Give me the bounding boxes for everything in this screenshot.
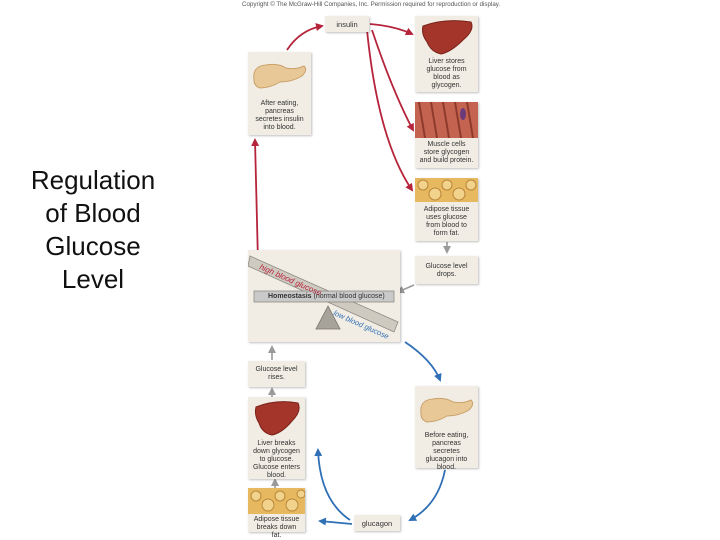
homeostasis-detail: (normal blood glucose) [313,293,385,300]
adipose-tissue-icon-2 [248,488,305,514]
level-bar [253,290,395,303]
fulcrum [315,305,341,330]
title-line-4: Level [61,264,125,294]
liver-stores-panel: Liver stores glucose from blood as glyco… [415,16,478,92]
insulin-label: insulin [336,19,358,29]
insulin-label-box: insulin [325,16,369,32]
copyright-notice: Copyright © The McGraw-Hill Companies, I… [242,1,501,8]
arrow-glucagon-to-adipose [318,517,353,526]
pancreas-icon [253,63,307,89]
adipose-tissue-icon [415,178,478,202]
liver-breaks-panel: Liver breaks down glycogen to glucose. G… [248,397,305,479]
arrow-drops-to-homeostasis [396,284,415,294]
seesaw-diagram [248,255,399,333]
glucagon-label: glucagon [361,518,393,528]
glucose-drops-panel: Glucose level drops. [415,256,478,284]
arrow-low-to-pancreas [404,341,442,382]
adipose-uses-glucose-panel: Adipose tissue uses glucose from blood t… [415,178,478,241]
pancreas-icon-2 [420,397,474,423]
arrow-pancreas-to-insulin [286,23,324,51]
homeostasis-label: Homeostasis (normal blood glucose) [268,293,385,300]
title-line-2: of Blood [45,198,141,228]
homeostasis-panel: high blood glucose Homeostasis (normal b… [248,250,400,342]
slide-title: Regulation of Blood Glucose Level [18,164,168,296]
homeostasis-word: Homeostasis [268,293,312,300]
arrow-insulin-to-muscle [371,29,414,132]
title-line-3: Glucose [45,231,141,261]
liver-icon [422,20,473,55]
glucose-rises-panel: Glucose level rises. [248,361,305,387]
arrow-insulin-to-adipose [366,29,414,192]
muscle-cells-panel: Muscle cells store glycogen and build pr… [415,102,478,168]
glucagon-label-box: glucagon [354,515,400,531]
pancreas-before-eating-panel: Before eating, pancreas secretes glucago… [415,386,478,471]
adipose-breaks-panel: Adipose tissue breaks down fat. [248,488,305,539]
liver-icon-2 [254,401,300,436]
arrow-high-to-pancreas [251,138,260,263]
muscle-icon [415,102,478,138]
pancreas-after-eating-panel: After eating, pancreas secretes insulin … [248,52,311,135]
arrow-glucagon-to-liver [314,448,351,521]
arrow-insulin-to-liver [369,23,414,36]
arrow-pancreas-to-glucagon [408,469,446,521]
title-line-1: Regulation [30,165,156,195]
